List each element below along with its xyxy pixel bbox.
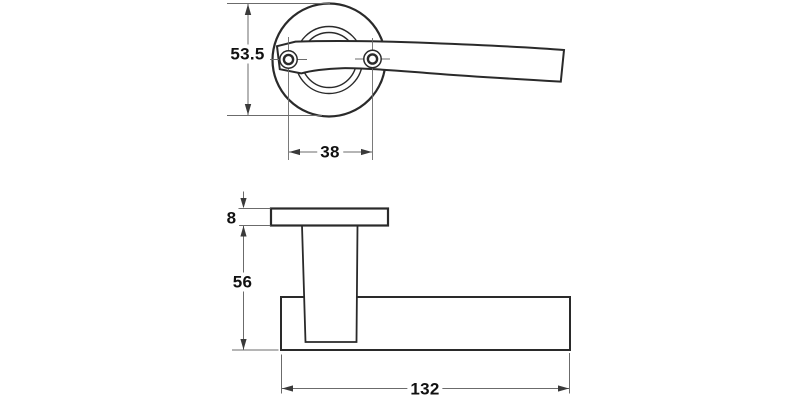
side-view xyxy=(269,207,571,351)
arrowhead-right xyxy=(361,148,372,156)
arrowhead-right xyxy=(558,385,569,392)
dimension-label-handle-projection: 56 xyxy=(229,272,256,291)
arrowhead-down xyxy=(240,339,247,350)
top-view xyxy=(270,2,566,160)
rose-plate-side xyxy=(269,207,390,227)
arrowhead-down xyxy=(240,198,247,209)
arrowhead-left xyxy=(289,148,300,156)
arrowhead-up xyxy=(240,225,247,237)
lever-handle-plan xyxy=(275,39,566,83)
screw-left xyxy=(279,50,298,69)
screw-right xyxy=(363,49,382,69)
lever-neck-side xyxy=(301,224,359,343)
arrowhead-left xyxy=(282,385,293,392)
arrowhead-up xyxy=(244,4,252,15)
arrowhead-down xyxy=(244,104,252,115)
dimension-rose-depth xyxy=(238,191,271,226)
dimension-label-rose-depth: 8 xyxy=(223,208,240,227)
dimension-label-rose-diameter: 53.5 xyxy=(227,44,268,64)
dimension-label-handle-length: 132 xyxy=(407,379,443,399)
dimension-label-screw-centers: 38 xyxy=(317,142,343,162)
